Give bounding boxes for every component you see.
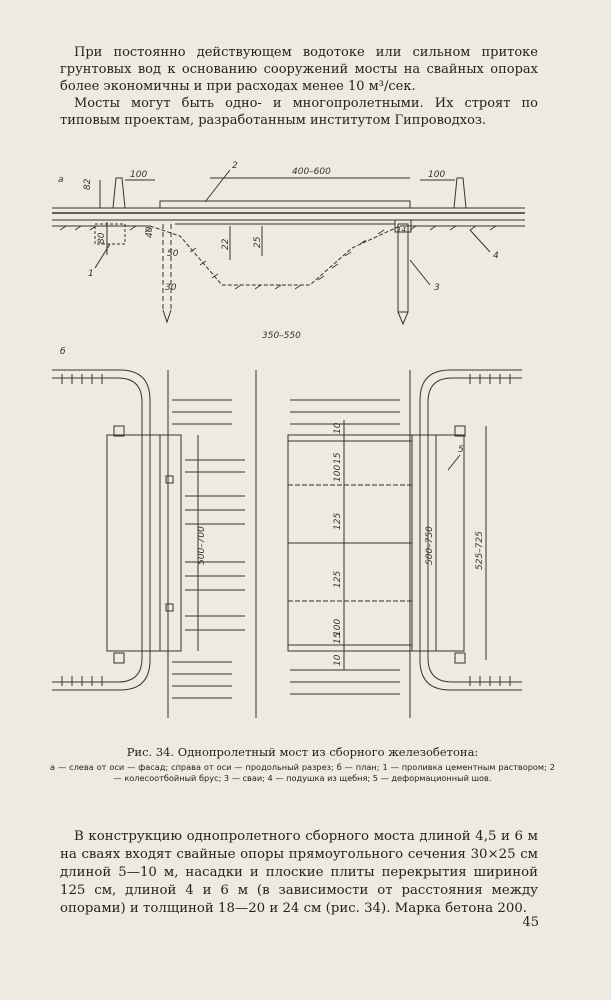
dim-15-bottom: 15 [333, 632, 343, 644]
figure-plan: б 500–700 500–750 525–725 10 15 100 125 … [52, 347, 522, 718]
intro-text: При постоянно действующем водотоке или с… [60, 44, 538, 129]
dim-125-a: 125 [333, 513, 343, 530]
callout-3: 3 [434, 283, 440, 293]
intro-paragraph-1: При постоянно действующем водотоке или с… [60, 45, 538, 94]
dim-span: 400–600 [292, 167, 331, 177]
callout-4: 4 [493, 251, 499, 261]
dim-right-offset: 100 [428, 170, 445, 180]
dim-10-bottom: 10 [333, 654, 343, 666]
figure-label-b: б [60, 347, 66, 357]
callout-2: 2 [232, 161, 238, 171]
callout-1: 1 [88, 269, 94, 279]
dim-50: 50 [167, 249, 179, 259]
dim-width-outer: 525–725 [475, 531, 485, 570]
figure-caption: Рис. 34. Однопролетный мост из сборного … [50, 745, 555, 784]
body-paragraph: В конструкцию однопролетного сборного мо… [60, 828, 538, 918]
dim-100-bottom: 100 [333, 619, 343, 636]
caption-title: Рис. 34. Однопролетный мост из сборного … [126, 745, 479, 759]
dim-80: 80 [97, 232, 107, 244]
dim-bottom: 350–550 [262, 331, 301, 340]
dim-82: 82 [83, 178, 93, 190]
dim-15-top: 15 [333, 452, 343, 464]
page-number: 45 [522, 915, 539, 930]
dim-30: 30 [165, 283, 177, 293]
dim-25: 25 [253, 236, 263, 248]
dim-100-top: 100 [333, 465, 343, 482]
callout-5: 5 [458, 445, 464, 455]
dim-width-left: 500–700 [197, 526, 207, 565]
figure-elevation: а 100 400–600 100 2 82 80 40 22 25 50 30… [52, 161, 525, 340]
figure-label-a: а [58, 175, 64, 185]
caption-legend: а — слева от оси — фасад; справа от оси … [50, 762, 555, 783]
dim-14: 14 [397, 226, 406, 234]
dim-125-b: 125 [333, 571, 343, 588]
dim-width-right: 500–750 [425, 526, 435, 565]
dim-22: 22 [221, 238, 231, 250]
intro-paragraph-2: Мосты могут быть одно- и многопролетными… [60, 96, 538, 128]
dim-left-offset: 100 [130, 170, 147, 180]
dim-10-top: 10 [333, 422, 343, 434]
body-paragraph-text: В конструкцию однопролетного сборного мо… [60, 829, 538, 916]
dim-40: 40 [145, 226, 155, 238]
